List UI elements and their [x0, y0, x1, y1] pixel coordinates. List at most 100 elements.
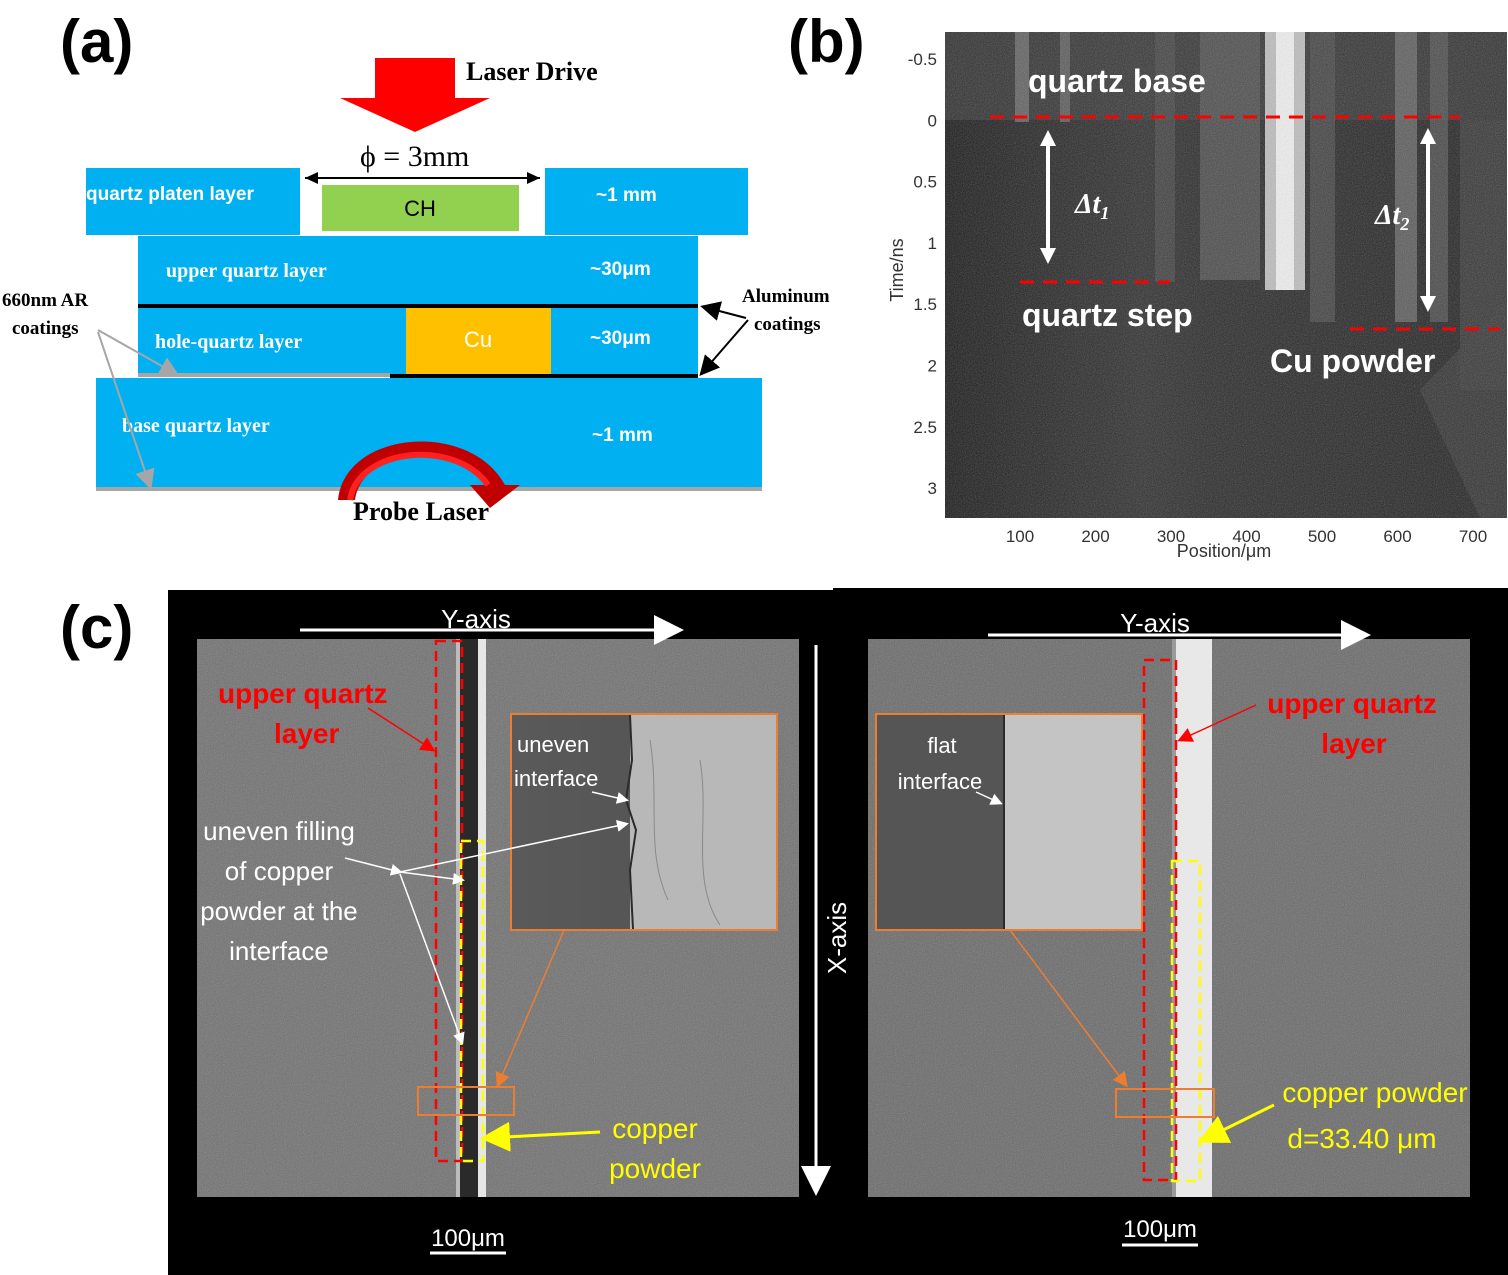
y-tick-label: 1 [928, 234, 937, 253]
dt1-label: Δt1 [1074, 189, 1109, 223]
al-pointer-1 [700, 301, 747, 321]
left-inset-text-1: uneven [517, 732, 589, 757]
al-label-1: Aluminum [742, 286, 830, 307]
probe-laser-label: Probe Laser [353, 497, 489, 526]
filling-pointer-3 [399, 871, 465, 885]
right-copper-box [1170, 859, 1202, 1183]
filling-pointer-1 [344, 857, 403, 876]
upper-quartz-label: upper quartz layer [166, 260, 327, 282]
al-label-2: coatings [754, 314, 821, 335]
laser-drive-label: Laser Drive [466, 57, 598, 86]
left-upper-quartz-label-2: layer [274, 718, 339, 749]
left-copper-pointer [480, 1121, 601, 1152]
upper-thickness: ~30μm [590, 259, 651, 280]
x-axis-label: Position/μm [1177, 541, 1271, 561]
dt2-arrow [1420, 128, 1436, 312]
base-thickness: ~1 mm [592, 425, 653, 446]
left-inset-connector [495, 929, 565, 1088]
platen-thickness: ~1 mm [596, 185, 657, 206]
left-upper-quartz-pointer [367, 707, 436, 752]
ar-label-1: 660nm AR [2, 290, 88, 311]
filling-text-2: of copper [225, 856, 334, 886]
y-tick-label: 0 [928, 111, 937, 130]
left-inset-text-2: interface [514, 766, 598, 791]
right-inset-text-2: interface [898, 769, 982, 794]
streak-bright-features [945, 32, 1507, 518]
right-inset-connector [1009, 929, 1128, 1088]
right-upper-quartz-label-1: upper quartz [1267, 688, 1437, 719]
right-y-axis-label: Y-axis [1120, 608, 1190, 638]
diameter-label: ϕ = 3mm [360, 140, 469, 173]
cu-block [406, 308, 551, 374]
y-tick-label: -0.5 [908, 50, 937, 69]
left-y-axis-label: Y-axis [441, 604, 511, 634]
right-copper-pointer [1197, 1103, 1275, 1143]
dt1-arrow [1040, 130, 1056, 264]
filling-text-3: powder at the [200, 896, 358, 926]
right-copper-label-1: copper powder [1282, 1077, 1467, 1108]
x-tick-label: 300 [1157, 527, 1185, 546]
left-upper-quartz-label-1: upper quartz [218, 678, 388, 709]
left-scale-label: 100μm [431, 1225, 505, 1252]
base-quartz-block [96, 378, 762, 488]
quartz-step-label: quartz step [1022, 297, 1193, 333]
filling-text-1: uneven filling [203, 816, 355, 846]
right-inset-text-1: flat [927, 733, 956, 758]
left-upper-quartz-box [434, 639, 464, 1163]
left-copper-label-1: copper [612, 1113, 698, 1144]
hole-thickness: ~30μm [590, 328, 651, 349]
laser-drive-arrow [340, 58, 490, 132]
hole-quartz-label: hole-quartz layer [155, 331, 302, 353]
quartz-base-label: quartz base [1028, 63, 1206, 99]
right-inset-pointer [975, 791, 1003, 805]
x-tick-label: 100 [1006, 527, 1034, 546]
ch-block [322, 185, 519, 231]
x-tick-label: 500 [1308, 527, 1336, 546]
ch-label: CH [404, 196, 436, 221]
panel-a-label: (a) [60, 8, 133, 75]
right-upper-quartz-label-2: layer [1321, 728, 1386, 759]
x-tick-label: 400 [1232, 527, 1260, 546]
left-x-axis-label: X-axis [822, 902, 852, 974]
y-tick-label: 1.5 [913, 295, 937, 314]
left-inset-cracks [649, 739, 721, 926]
probe-laser-arrow-highlight [347, 451, 491, 501]
ar-pointer-1 [97, 329, 180, 376]
right-sem: Y-axis flat interface upper quartz layer… [868, 608, 1470, 1247]
left-zoom-box [417, 1086, 515, 1116]
y-tick-label: 0.5 [913, 173, 937, 192]
panel-b: (b) quartz base quartz step Cu powder [788, 8, 1507, 561]
filling-pointer-4 [399, 873, 465, 1045]
ar-pointer-2 [97, 331, 155, 490]
right-copper-label-2: d=33.40 μm [1287, 1123, 1436, 1154]
right-upper-quartz-box [1142, 658, 1178, 1182]
left-copper-box [459, 839, 485, 1163]
panel-a: (a) Laser Drive ϕ = 3mm CH quartz platen… [2, 8, 830, 526]
quartz-platen-left [86, 168, 300, 235]
x-tick-label: 700 [1459, 527, 1487, 546]
quartz-platen-label: quartz platen layer [86, 184, 254, 205]
left-inset-interface [624, 714, 638, 930]
y-axis-label: Time/ns [887, 238, 907, 301]
dt2-label: Δt2 [1374, 200, 1409, 234]
right-zoom-box [1115, 1088, 1215, 1118]
probe-laser-arrow [338, 441, 520, 508]
left-copper-label-2: powder [609, 1153, 701, 1184]
panel-c-label: (c) [60, 594, 133, 661]
y-tick-label: 2 [928, 357, 937, 376]
right-inset-powder [1004, 715, 1141, 929]
cu-label: Cu [464, 327, 492, 352]
filling-text-4: interface [229, 936, 329, 966]
ar-label-2: coatings [12, 318, 79, 339]
base-quartz-label: base quartz layer [122, 415, 270, 437]
x-tick-label: 600 [1383, 527, 1411, 546]
upper-quartz-block [138, 236, 698, 306]
y-tick-label: 3 [928, 479, 937, 498]
y-tick-labels: -0.500.511.522.53 [908, 50, 937, 498]
right-scale-label: 100μm [1123, 1216, 1197, 1243]
right-upper-quartz-pointer [1177, 704, 1257, 742]
left-sem: Y-axis X-axis uneven interface upper qua… [197, 604, 852, 1255]
